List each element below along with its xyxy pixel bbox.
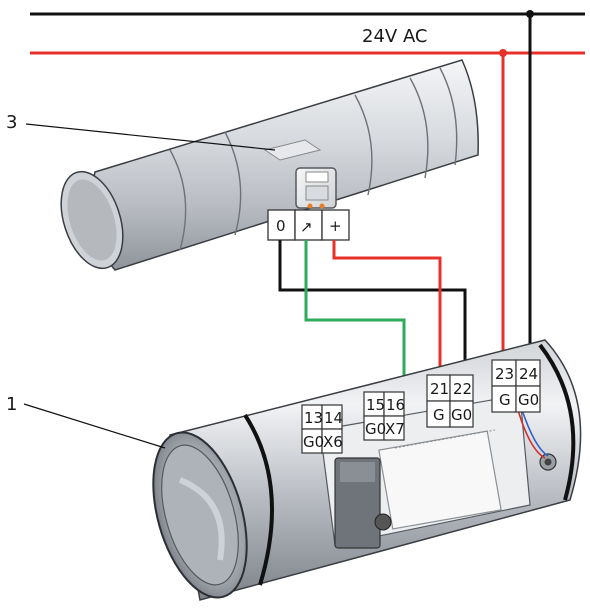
terminal-15-function: G0 — [365, 420, 386, 438]
terminal-22: 22 — [453, 380, 472, 398]
terminal-21-function: G — [433, 406, 445, 424]
black-signal-wire — [278, 240, 467, 375]
callout-damper: 1 — [6, 394, 17, 415]
terminal-16-function: X7 — [385, 420, 405, 438]
sensor-terminal-0: 0 — [276, 217, 286, 235]
terminal-23: 23 — [495, 365, 514, 383]
callout-damper-leader — [23, 403, 166, 449]
damper-unit — [152, 339, 582, 601]
sensor-terminal-plus: + — [329, 217, 342, 235]
terminal-16: 16 — [386, 396, 405, 414]
terminal-21: 21 — [430, 380, 449, 398]
sensor-terminal-signal: ↗ — [300, 218, 313, 236]
green-signal-wire — [304, 240, 406, 392]
terminal-15: 15 — [366, 396, 385, 414]
terminal-22-function: G0 — [451, 406, 472, 424]
sensor-terminal-strip: 0 ↗ + — [267, 209, 350, 241]
damper-terminal-group-c: 21 22 G G0 — [426, 374, 474, 428]
supply-voltage-label: 24V AC — [362, 26, 428, 47]
terminal-14-function: X6 — [323, 433, 343, 451]
terminal-13: 13 — [304, 409, 323, 427]
damper-terminal-group-a: 13 14 G0 X6 — [301, 404, 343, 454]
terminal-23-function: G — [499, 391, 511, 409]
terminal-24: 24 — [519, 365, 538, 383]
callout-sensor: 3 — [6, 112, 17, 133]
damper-terminal-group-d: 23 24 G G0 — [491, 359, 541, 413]
damper-terminal-group-b: 15 16 G0 X7 — [363, 391, 405, 441]
terminal-13-function: G0 — [303, 433, 324, 451]
pressure-sensor — [295, 167, 337, 209]
terminal-14: 14 — [324, 409, 343, 427]
supply-air-duct — [60, 59, 479, 271]
terminal-24-function: G0 — [518, 391, 539, 409]
callout-sensor-leader — [25, 123, 276, 151]
red-signal-wire — [332, 240, 442, 375]
